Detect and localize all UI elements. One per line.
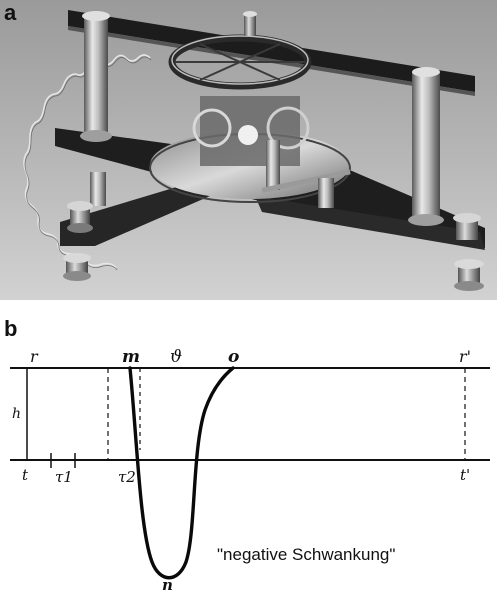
label-r-prime: r': [459, 347, 471, 366]
levelling-screw-right: [453, 213, 481, 240]
left-clamp: [90, 172, 106, 206]
potential-curve: [128, 366, 235, 580]
label-tau1: τ1: [55, 468, 73, 486]
label-t-prime: t': [460, 466, 470, 484]
panel-label-a: a: [4, 0, 17, 25]
mechanism-hub: [238, 125, 258, 145]
mechanism-gear-right: [266, 106, 310, 150]
base-leg-front: [60, 186, 210, 246]
label-o: o: [228, 347, 239, 367]
levelling-screw-back-right: [454, 259, 484, 291]
label-m: m: [122, 347, 140, 367]
top-knob-cap: [243, 11, 257, 17]
label-t: t: [22, 466, 29, 484]
base-leg-right: [255, 196, 485, 250]
mechanism-lever: [261, 169, 351, 193]
apparatus-photograph: [0, 0, 497, 300]
mechanism-post: [266, 140, 280, 190]
label-h: h: [12, 406, 21, 422]
right-clamp: [318, 178, 334, 208]
negative-schwankung-diagram: r m ϑ o r' h t τ1 τ2 t' n "negative Schw…: [0, 300, 497, 592]
levelling-screw-front: [63, 253, 91, 281]
right-pillar: [408, 67, 444, 226]
upper-bar: [68, 10, 475, 92]
negative-schwankung-caption: "negative Schwankung": [217, 545, 395, 564]
balance-wheel-highlight: [171, 35, 309, 85]
label-tau2: τ2: [118, 468, 136, 486]
mechanism-gear-left: [192, 108, 232, 148]
levelling-screw-left: [67, 201, 93, 233]
top-knob: [244, 14, 256, 36]
wheel-spoke-3: [199, 43, 281, 81]
panel-label-b: b: [4, 316, 18, 341]
label-n: n: [162, 576, 173, 592]
left-pillar: [80, 11, 112, 142]
label-r: r: [30, 347, 39, 366]
label-theta: ϑ: [170, 347, 182, 367]
